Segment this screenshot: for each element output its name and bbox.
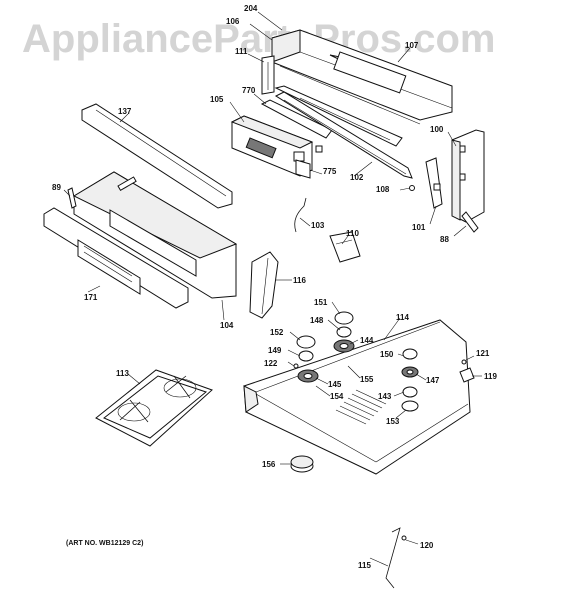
part-bracket-110 <box>329 231 361 263</box>
callout-88: 88 <box>440 235 449 244</box>
part-bracket-111 <box>261 55 275 95</box>
callout-120: 120 <box>420 541 434 550</box>
callout-171: 171 <box>84 293 98 302</box>
callout-113: 113 <box>116 369 129 378</box>
callout-151: 151 <box>314 298 328 307</box>
callout-148: 148 <box>310 316 324 325</box>
part-endcap-100 <box>451 129 485 223</box>
callout-105: 105 <box>210 95 224 104</box>
part-trim-137 <box>81 103 233 209</box>
callout-122: 122 <box>264 359 278 368</box>
part-rod-115 <box>385 527 407 589</box>
callout-114: 114 <box>396 313 409 322</box>
callout-770: 770 <box>242 86 256 95</box>
callout-143: 143 <box>378 392 392 401</box>
part-manifold-102 <box>274 91 413 179</box>
callout-150: 150 <box>380 350 394 359</box>
callout-111: 111 <box>235 47 248 56</box>
leader-lines <box>63 11 482 567</box>
callout-149: 149 <box>268 346 282 355</box>
callout-121: 121 <box>476 349 490 358</box>
callout-119: 119 <box>484 372 497 381</box>
callout-115: 115 <box>358 561 371 570</box>
callout-89: 89 <box>52 183 61 192</box>
callout-106: 106 <box>226 17 240 26</box>
callout-152: 152 <box>270 328 284 337</box>
callout-102: 102 <box>350 173 364 182</box>
part-foot-156 <box>290 455 314 473</box>
part-spacer-89 <box>67 187 77 209</box>
part-burners <box>293 311 419 412</box>
callout-145: 145 <box>328 380 342 389</box>
callout-108: 108 <box>376 185 390 194</box>
part-tube-103 <box>294 197 307 233</box>
part-grate-113 <box>95 369 213 447</box>
callout-104: 104 <box>220 321 234 330</box>
callout-147: 147 <box>426 376 440 385</box>
part-overlay-171 <box>43 207 189 309</box>
callout-103: 103 <box>311 221 325 230</box>
part-bracket-775 <box>295 159 311 179</box>
part-clock-control-105 <box>230 115 323 177</box>
part-bracket-101 <box>425 157 443 209</box>
callout-137: 137 <box>118 107 132 116</box>
callout-155: 155 <box>360 375 374 384</box>
part-screw-121 <box>461 359 467 365</box>
part-cooktop-114 <box>243 319 471 475</box>
callout-144: 144 <box>360 336 374 345</box>
watermark: AppliancePartsPros.com <box>22 17 496 61</box>
cooktop-vent <box>335 389 387 425</box>
callout-156: 156 <box>262 460 276 469</box>
callout-100: 100 <box>430 125 444 134</box>
callout-775: 775 <box>323 167 337 176</box>
part-bracket-116 <box>249 251 279 319</box>
part-control-panel-104 <box>72 171 238 299</box>
part-backguard-107 <box>271 29 453 125</box>
callout-110: 110 <box>346 229 359 238</box>
part-clip-119 <box>459 367 475 383</box>
part-spacer-88 <box>461 211 479 233</box>
callout-153: 153 <box>386 417 400 426</box>
part-screw-108 <box>409 185 415 191</box>
callout-116: 116 <box>293 276 306 285</box>
callout-107: 107 <box>405 41 419 50</box>
callout-101: 101 <box>412 223 426 232</box>
callout-154: 154 <box>330 392 344 401</box>
art-number: (ART NO. WB12129 C2) <box>66 540 143 547</box>
callout-204: 204 <box>244 4 258 13</box>
callout-labels: 204 106 107 111 770 105 137 100 775 102 … <box>52 4 497 570</box>
